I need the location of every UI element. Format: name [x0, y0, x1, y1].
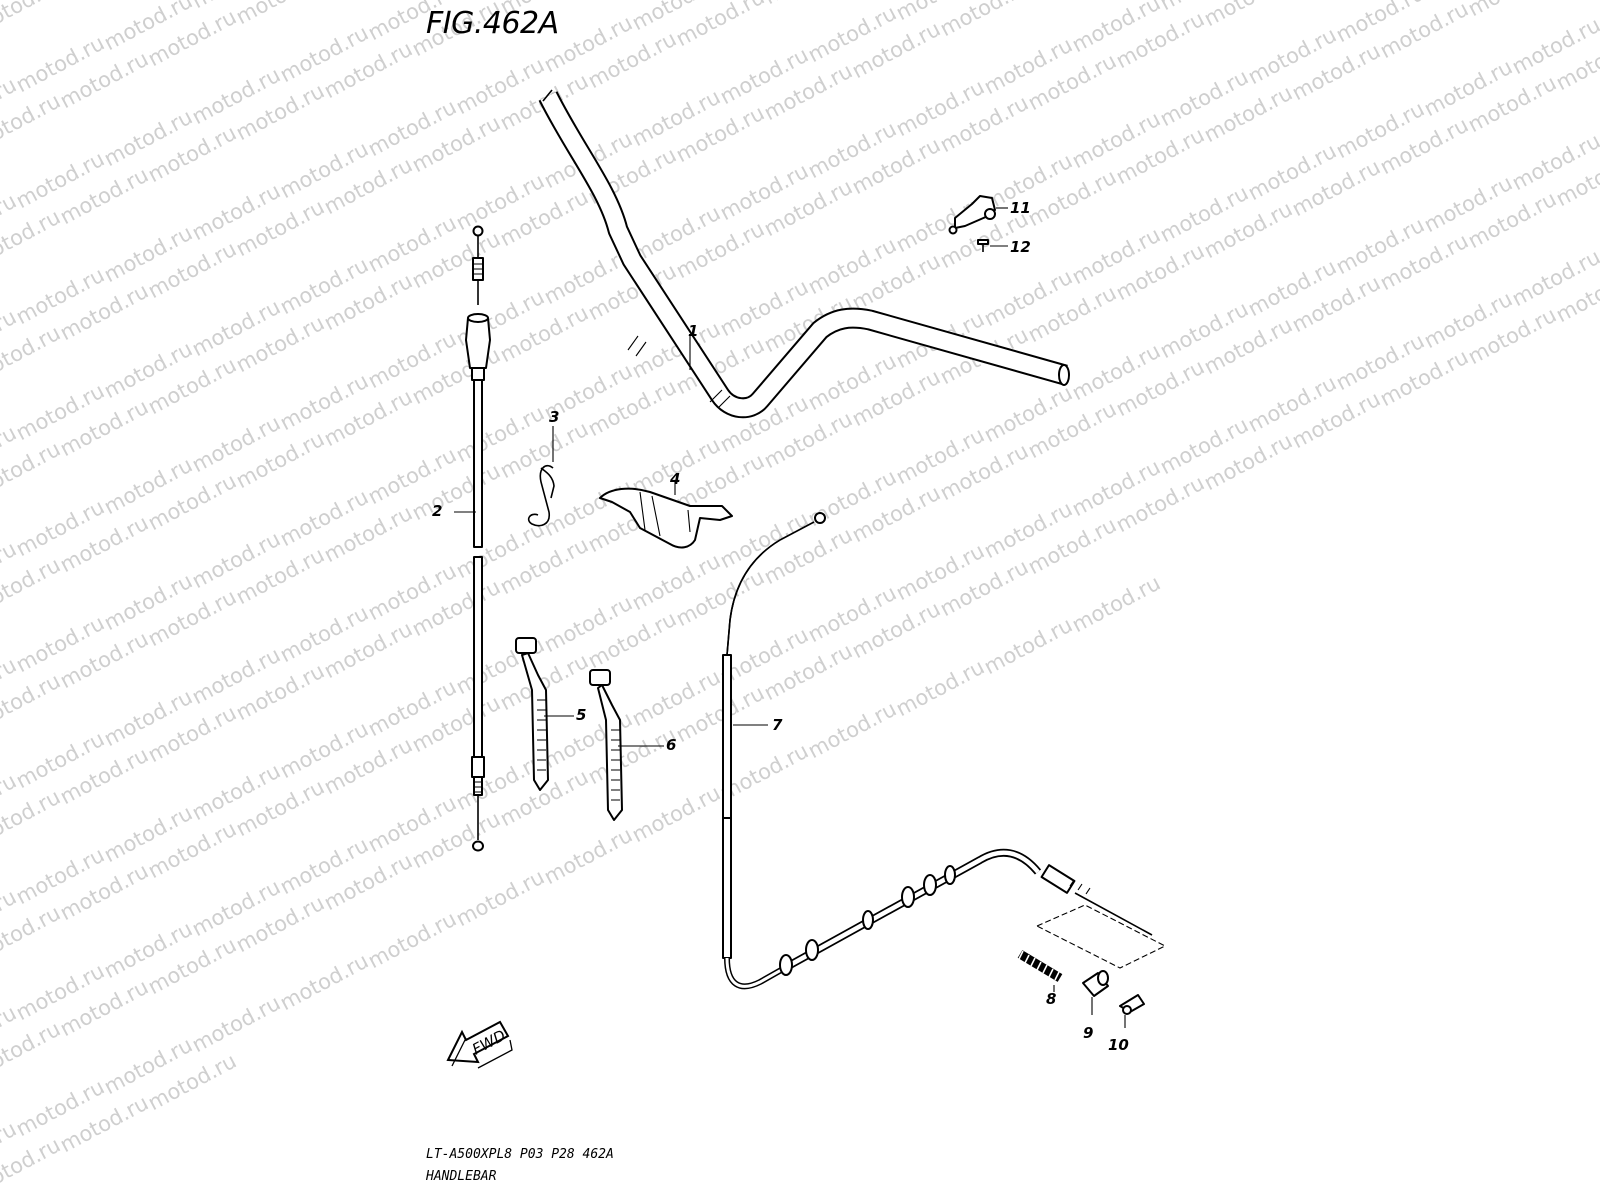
callout-6: 6: [666, 736, 676, 754]
collar: [1082, 970, 1109, 1015]
bracket: [948, 195, 1008, 235]
footer-model-line: LT-A500XPL8 P03 P28 462A: [426, 1147, 614, 1162]
holder-clamp: [599, 480, 733, 549]
callout-10: 10: [1108, 1036, 1129, 1054]
callout-9: 9: [1083, 1024, 1093, 1042]
figure-title: FIG.462A: [426, 6, 559, 41]
fwd-arrow: FWD: [446, 1020, 513, 1069]
cable-right: [722, 512, 1167, 990]
cable-left: [465, 225, 491, 852]
callout-8: 8: [1046, 990, 1056, 1008]
screw: [977, 239, 1008, 252]
clip: [1119, 994, 1145, 1028]
callout-7: 7: [772, 716, 783, 734]
spring: [1017, 950, 1063, 992]
cable-tie-5: [515, 637, 549, 791]
footer-caption: HANDLEBAR: [426, 1169, 497, 1184]
handlebar: [538, 89, 1070, 419]
callout-5: 5: [576, 706, 586, 724]
leader-lines: [454, 336, 768, 747]
callout-4: 4: [669, 470, 680, 488]
callout-1: 1: [688, 322, 698, 340]
callout-12: 12: [1010, 238, 1031, 256]
callout-2: 2: [432, 502, 442, 520]
spring-clip: [527, 426, 555, 527]
callout-11: 11: [1010, 199, 1031, 217]
cable-tie-6: [589, 669, 623, 821]
callout-3: 3: [549, 408, 559, 426]
